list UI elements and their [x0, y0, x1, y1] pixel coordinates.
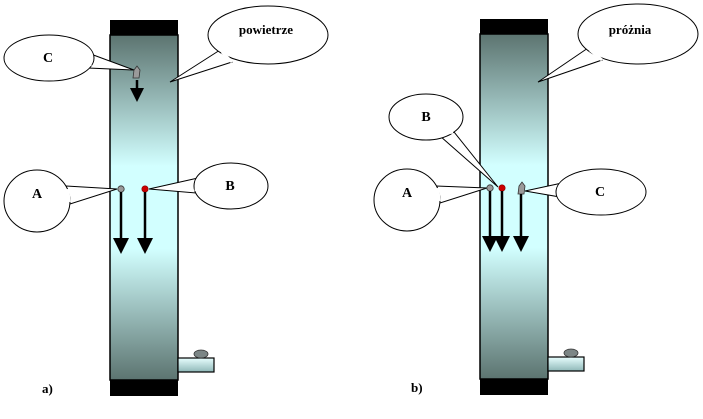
caption-a: a)	[42, 381, 53, 396]
callout-c-a: C	[3, 34, 135, 82]
ball-a-b	[482, 184, 498, 252]
callout-a-a: A	[3, 169, 118, 233]
tube-a-top-cap	[110, 20, 178, 35]
callout-b-a: B	[148, 162, 269, 210]
ball-b-b	[494, 184, 510, 252]
tube-b-valve	[547, 348, 585, 372]
panel-b: próżnia B A C	[373, 3, 699, 395]
ball-a-a	[113, 185, 129, 254]
label-c-b: C	[595, 185, 605, 200]
tube-b-bottom-cap	[480, 379, 548, 395]
tube-b-top-cap	[480, 19, 548, 34]
feather-c-a	[130, 65, 144, 102]
feather-c-b	[513, 181, 529, 252]
callout-vacuum: próżnia	[537, 3, 699, 83]
tube-a-valve	[177, 349, 215, 373]
tube-b-body	[479, 33, 549, 380]
label-a-b: A	[402, 186, 413, 201]
label-a-a: A	[32, 187, 43, 202]
caption-b: b)	[411, 380, 423, 395]
label-b-b: B	[421, 110, 430, 125]
tube-a-bottom-cap	[110, 380, 178, 396]
callout-c-b: C	[524, 168, 647, 216]
callout-air: powietrze	[169, 5, 329, 83]
callout-b-b: B	[388, 93, 499, 188]
label-air: powietrze	[239, 22, 293, 37]
label-vacuum: próżnia	[609, 22, 652, 37]
panel-a: powietrze C A B	[3, 5, 329, 396]
label-b-a: B	[225, 179, 234, 194]
ball-b-a	[137, 185, 153, 254]
label-c-a: C	[43, 51, 53, 66]
callout-a-b: A	[373, 168, 488, 232]
